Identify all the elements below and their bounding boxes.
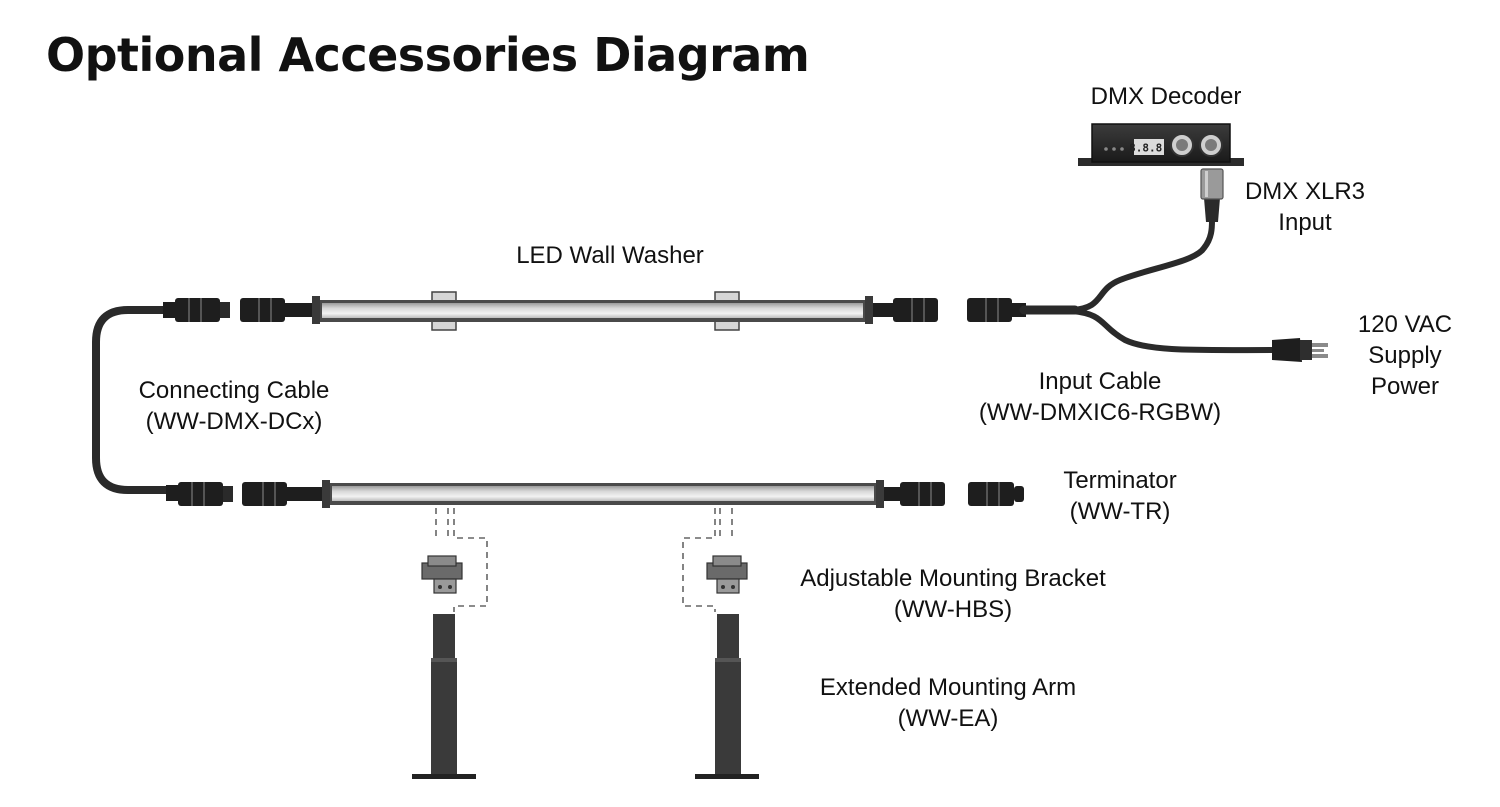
terminator-label: Terminator(WW-TR) xyxy=(1063,467,1177,525)
decoder-display-readout: 8.8.8. xyxy=(1129,142,1169,155)
led-wall-washer-top xyxy=(312,291,873,331)
connecting-cable-label: Connecting Cable(WW-DMX-DCx) xyxy=(138,377,330,435)
input-cable xyxy=(1019,217,1278,354)
mount-guide-lines xyxy=(435,508,733,612)
mounting-bracket-label: Adjustable Mounting Bracket(WW-HBS) xyxy=(800,565,1106,623)
mounting-arm-label: Extended Mounting Arm(WW-EA) xyxy=(819,674,1077,732)
connector-bottom-left-pair xyxy=(166,482,322,506)
xlr3-plug xyxy=(1200,168,1224,222)
mounting-bracket-right xyxy=(706,555,748,594)
dmx-decoder-label: DMX Decoder xyxy=(1090,83,1242,110)
connector-top-right-pair xyxy=(873,298,1026,322)
mounting-bracket-left xyxy=(421,555,463,594)
mounting-arm-left xyxy=(412,614,476,779)
connector-bottom-right xyxy=(884,482,945,506)
led-wall-washer-bottom xyxy=(322,480,884,508)
connecting-cable-loop xyxy=(92,306,172,494)
led-wall-washer-label: LED Wall Washer xyxy=(516,242,704,269)
mounting-arm-right xyxy=(695,614,759,779)
input-cable-label: Input Cable(WW-DMXIC6-RGBW) xyxy=(978,368,1222,426)
page-title: Optional Accessories Diagram xyxy=(46,28,810,82)
terminator xyxy=(968,482,1024,506)
power-plug xyxy=(1272,338,1328,362)
dmx-decoder: 8.8.8. xyxy=(1078,123,1244,166)
connector-top-left-pair xyxy=(163,298,312,322)
